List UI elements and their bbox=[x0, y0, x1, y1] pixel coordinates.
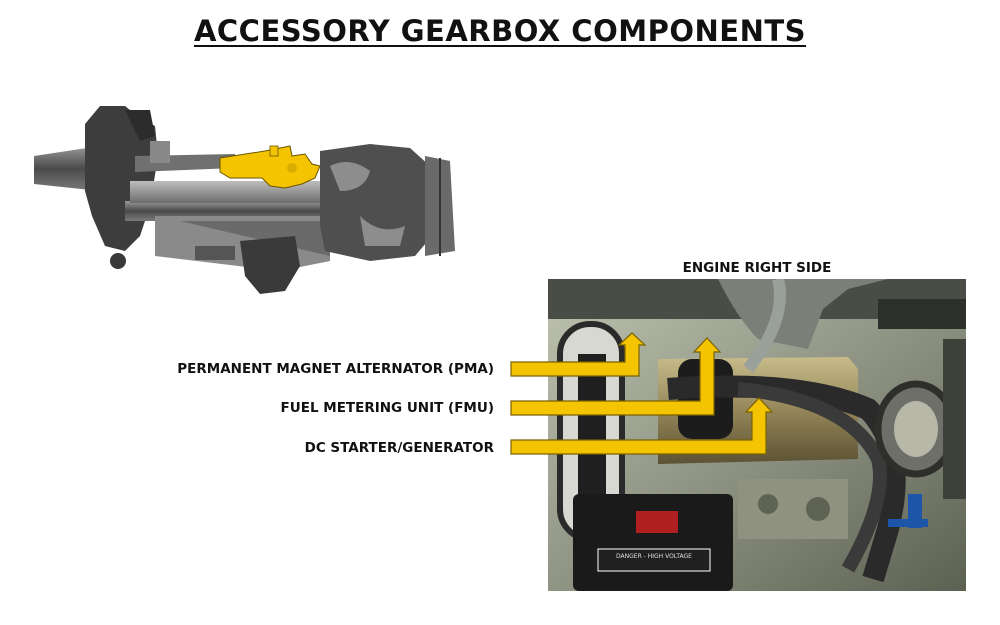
placard-text: DANGER - HIGH VOLTAGE bbox=[616, 553, 692, 560]
page-title: ACCESSORY GEARBOX COMPONENTS bbox=[193, 14, 807, 48]
callout-starter-generator: DC STARTER/GENERATOR bbox=[304, 440, 494, 456]
accessory-gearbox-highlight bbox=[219, 145, 321, 189]
inlet-nozzle bbox=[34, 146, 100, 191]
engine-cutaway-diagram bbox=[34, 106, 455, 294]
callout-fmu: FUEL METERING UNIT (FMU) bbox=[280, 400, 494, 416]
high-voltage-box bbox=[573, 494, 733, 591]
high-voltage-placard bbox=[597, 548, 711, 572]
engine-right-side-photo: DANGER - HIGH VOLTAGE bbox=[548, 279, 966, 591]
callout-pma: PERMANENT MAGNET ALTERNATOR (PMA) bbox=[177, 361, 494, 377]
photo-label: ENGINE RIGHT SIDE bbox=[682, 260, 832, 276]
